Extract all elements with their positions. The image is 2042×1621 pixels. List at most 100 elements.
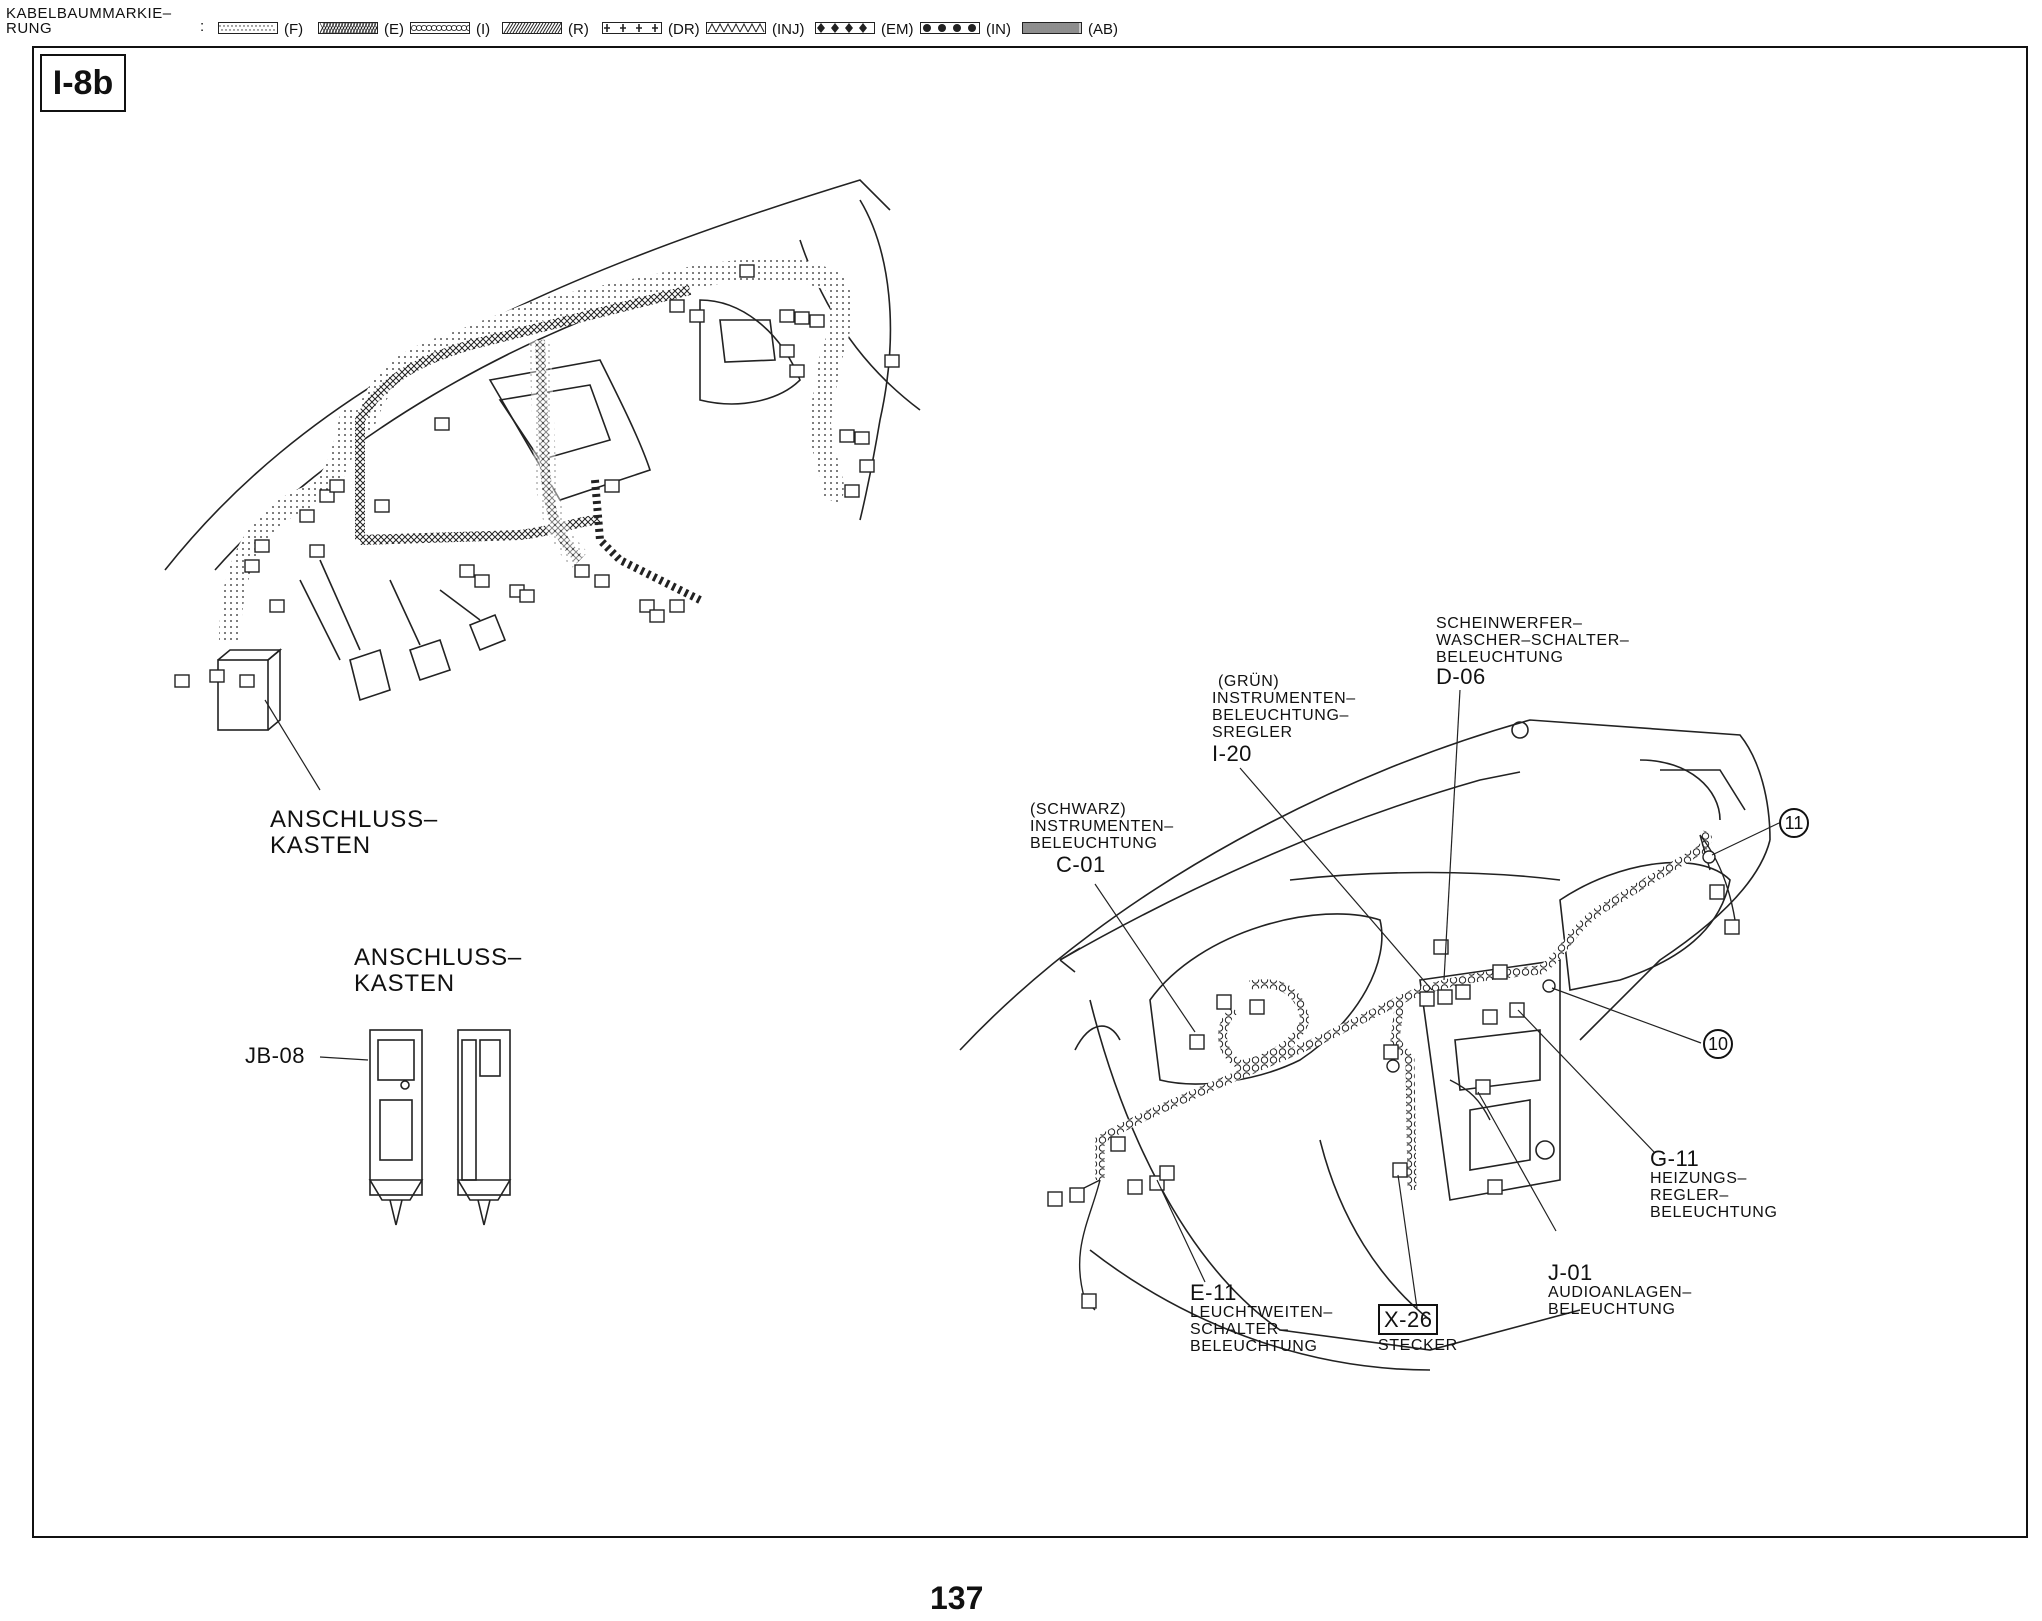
legend-colon: : — [200, 18, 205, 35]
callout-g11-line1: HEIZUNGS– — [1650, 1170, 1747, 1187]
callout-x26: X-26 STECKER — [1378, 1304, 1458, 1354]
connector — [474, 574, 490, 588]
connector — [1110, 1136, 1126, 1152]
connector — [574, 564, 590, 578]
connector — [779, 309, 795, 323]
connector — [1437, 989, 1453, 1005]
connector — [174, 674, 190, 688]
junction-box-detail-title: ANSCHLUSS– KASTEN — [354, 945, 522, 997]
legend-item: (EM) — [815, 20, 935, 40]
connector — [839, 429, 855, 443]
connector — [329, 479, 345, 493]
leader-x26 — [1397, 1174, 1418, 1309]
legend-swatch-diag — [502, 22, 562, 34]
dash-knob — [1535, 1140, 1555, 1160]
connector — [1419, 991, 1435, 1007]
connector — [459, 564, 475, 578]
legend-swatch-grid — [1022, 22, 1082, 34]
connector — [1509, 1002, 1525, 1018]
upper-pedal-left — [349, 648, 391, 702]
junction-box-detail-title-2: KASTEN — [354, 970, 455, 997]
junction-box-detail — [319, 1029, 512, 1226]
upper-junction-box-label-1: ANSCHLUSS– — [270, 806, 439, 833]
connector — [844, 484, 860, 498]
connector — [649, 609, 665, 623]
connector — [604, 479, 620, 493]
connector — [1047, 1191, 1063, 1207]
callout-x26-line1: STECKER — [1378, 1337, 1458, 1354]
legend-item: (AB) — [1022, 20, 1142, 40]
callout-c01-line1: (SCHWARZ) — [1030, 801, 1127, 818]
connector — [1702, 850, 1716, 864]
dash-vent-left — [1074, 1025, 1121, 1051]
connector — [639, 599, 655, 613]
connector — [689, 309, 705, 323]
connector — [859, 459, 875, 473]
dash-top-edge-2 — [1059, 771, 1521, 961]
leader-e11 — [1156, 1179, 1206, 1283]
connector — [239, 674, 255, 688]
dash-glovebox — [1559, 861, 1731, 991]
legend-swatch-dots-big — [920, 22, 980, 34]
legend-item: (INJ) — [706, 20, 826, 40]
connector — [374, 499, 390, 513]
connector — [1482, 1009, 1498, 1025]
dash-front-edge — [1089, 999, 1581, 1351]
legend-swatch-diag-dense — [318, 22, 378, 34]
upper-junction-box-label: ANSCHLUSS– KASTEN — [270, 807, 438, 859]
leader-g11 — [1517, 1009, 1656, 1154]
connector — [1475, 1079, 1491, 1095]
jb-leader — [319, 1056, 369, 1061]
upper-junction-box — [217, 659, 269, 731]
connector — [1249, 999, 1265, 1015]
upper-pedal-right — [468, 613, 507, 652]
callout-i20-line1: (GRÜN) — [1218, 673, 1280, 690]
connector — [669, 299, 685, 313]
dash-sensor — [1511, 721, 1529, 739]
connector — [669, 599, 685, 613]
connector — [299, 509, 315, 523]
callout-circle-11: 11 — [1779, 808, 1809, 838]
legend-code: (AB) — [1088, 21, 1118, 38]
callout-d06-line1: SCHEINWERFER– — [1436, 615, 1583, 632]
connector — [809, 314, 825, 328]
connector — [269, 599, 285, 613]
callout-e11-line2: SCHALTER– — [1190, 1321, 1289, 1338]
legend-code: (I) — [476, 21, 491, 38]
connector — [1487, 1179, 1503, 1195]
legend-code: (F) — [284, 21, 304, 38]
connector — [319, 489, 335, 503]
connector — [1392, 1162, 1408, 1178]
connector — [779, 344, 795, 358]
callout-i20-line2: INSTRUMENTEN– — [1212, 690, 1356, 707]
connector — [1216, 994, 1232, 1010]
callout-circle-10: 10 — [1703, 1029, 1733, 1059]
legend-item: (E) — [318, 20, 438, 40]
connector — [1159, 1165, 1175, 1181]
connector — [1189, 1034, 1205, 1050]
section-tag: I-8b — [40, 54, 126, 112]
connector — [1386, 1059, 1400, 1073]
leader-c01 — [1094, 883, 1196, 1033]
dash-defrost-slot — [1059, 947, 1081, 973]
leader-i20 — [1239, 767, 1433, 991]
junction-box-detail-title-1: ANSCHLUSS– — [354, 944, 523, 971]
callout-d06: SCHEINWERFER– WASCHER–SCHALTER– BELEUCHT… — [1436, 615, 1629, 688]
upper-windscreen-edge — [859, 199, 892, 521]
callout-j01-line1: AUDIOANLAGEN– — [1548, 1284, 1692, 1301]
connector — [1542, 979, 1556, 993]
connector — [594, 574, 610, 588]
legend-item: (DR) — [602, 20, 722, 40]
legend-code: (E) — [384, 21, 404, 38]
callout-e11-line3: BELEUCHTUNG — [1190, 1338, 1318, 1355]
legend-swatch-plus — [602, 22, 662, 34]
callout-d06-line3: BELEUCHTUNG — [1436, 649, 1564, 666]
upper-console — [488, 359, 652, 501]
callout-i20: (GRÜN) INSTRUMENTEN– BELEUCHTUNG– SREGLE… — [1212, 673, 1356, 765]
upper-cluster — [719, 319, 776, 363]
legend-heading: KABELBAUMMARKIE– RUNG — [6, 6, 172, 36]
callout-g11: G-11 HEIZUNGS– REGLER– BELEUCHTUNG — [1650, 1148, 1778, 1222]
connector — [1127, 1179, 1143, 1195]
legend-swatch-dots — [218, 22, 278, 34]
callout-x26-code: X-26 — [1378, 1304, 1439, 1335]
